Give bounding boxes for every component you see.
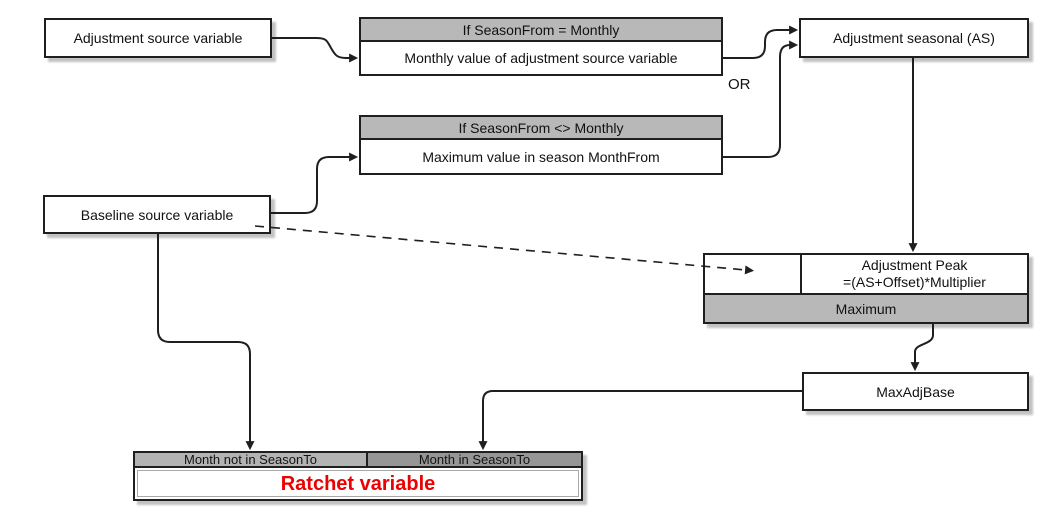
maximum-label: Maximum [835,300,897,317]
adjustment-peak-line2: =(AS+Offset)*Multiplier [843,274,986,290]
arrow-baseline-to-monthfrom-max [270,152,359,214]
node-label: Adjustment source variable [73,30,243,46]
condition-header: If SeasonFrom = Monthly [361,19,721,42]
condition-body: Monthly value of adjustment source varia… [361,42,721,74]
month-in-seasonto-label: Month in SeasonTo [418,452,531,467]
adjustment-peak-maximum-row: Maximum [705,293,1027,322]
node-label: Baseline source variable [80,206,234,223]
month-not-in-seasonto-cell: Month not in SeasonTo [135,453,368,466]
ratchet-body: Ratchet variable [135,468,581,499]
condition-body-label: Maximum value in season MonthFrom [422,148,660,165]
node-label: Adjustment seasonal (AS) [833,30,995,46]
month-in-seasonto-cell: Month in SeasonTo [368,453,581,466]
node-ratchet-variable: Month not in SeasonTo Month in SeasonTo … [133,451,583,501]
month-not-in-seasonto-label: Month not in SeasonTo [184,452,317,467]
condition-header: If SeasonFrom <> Monthly [361,117,721,140]
condition-body-label: Monthly value of adjustment source varia… [404,50,678,66]
condition-body: Maximum value in season MonthFrom [361,140,721,173]
condition-header-label: If SeasonFrom = Monthly [462,21,620,38]
node-cond-seasonfrom-not-monthly: If SeasonFrom <> Monthly Maximum value i… [359,115,723,175]
ratchet-variable-label: Ratchet variable [137,470,579,497]
arrow-adjustment-source-to-monthly-value [272,37,359,63]
dashed-arrow-baseline-to-adjustment-peak [254,225,755,275]
node-baseline-source-variable: Baseline source variable [43,195,271,234]
adjustment-peak-empty-cell [705,255,802,293]
adjustment-peak-top-row: Adjustment Peak =(AS+Offset)*Multiplier [705,255,1027,293]
arrow-maxadjbase-to-month-in-seasonto [478,390,802,451]
condition-header-label: If SeasonFrom <> Monthly [458,119,624,136]
arrow-monthly-value-to-adjustment-seasonal [723,25,799,59]
node-cond-seasonfrom-monthly: If SeasonFrom = Monthly Monthly value of… [359,17,723,76]
node-adjustment-peak: Adjustment Peak =(AS+Offset)*Multiplier … [703,253,1029,324]
adjustment-peak-formula: Adjustment Peak =(AS+Offset)*Multiplier [802,255,1027,293]
or-label: OR [728,76,751,93]
arrow-maximum-to-maxadjbase [910,323,934,372]
arrow-monthfrom-max-to-adjustment-seasonal [723,40,799,158]
node-adjustment-source-variable: Adjustment source variable [44,18,272,58]
node-label: MaxAdjBase [876,383,955,400]
node-maxadjbase: MaxAdjBase [802,372,1029,411]
ratchet-header-row: Month not in SeasonTo Month in SeasonTo [135,453,581,468]
adjustment-peak-line1: Adjustment Peak [861,257,968,273]
arrow-baseline-to-month-not-in-seasonto [157,233,255,451]
node-adjustment-seasonal: Adjustment seasonal (AS) [799,18,1029,58]
